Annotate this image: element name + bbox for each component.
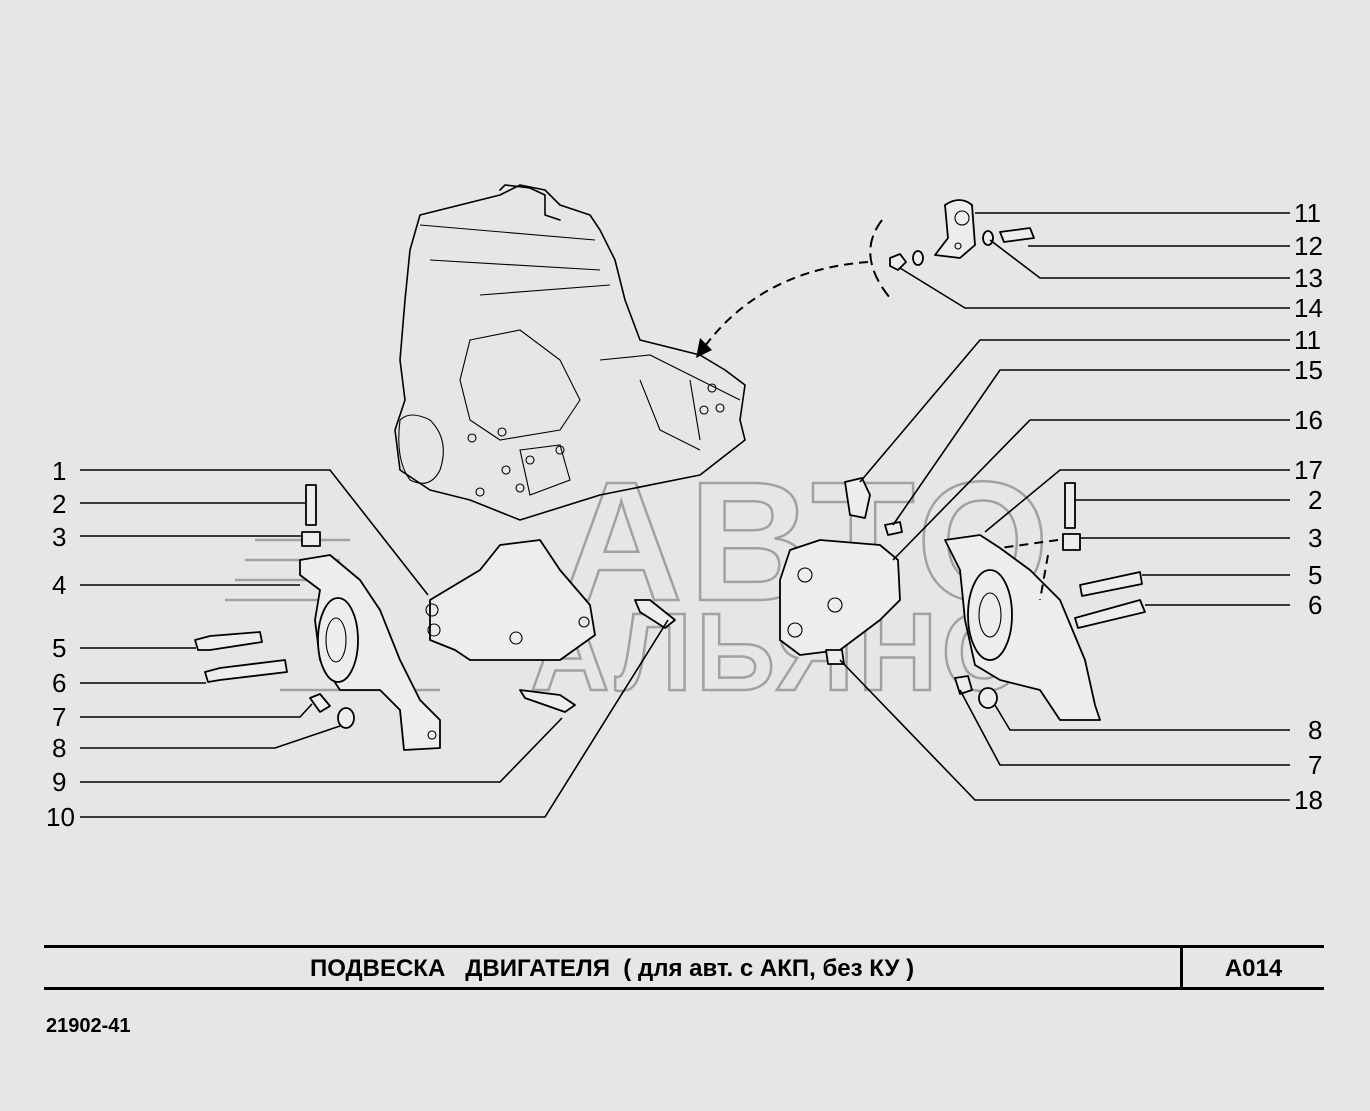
page-title: ПОДВЕСКА ДВИГАТЕЛЯ ( для авт. с АКП, без…	[309, 955, 915, 982]
callout-14: 14	[1294, 293, 1323, 323]
callout-16: 16	[1294, 405, 1323, 435]
callout-7: 7	[52, 702, 66, 732]
callout-2: 2	[52, 489, 66, 519]
callout-9: 9	[52, 767, 66, 797]
callout-3: 3	[52, 522, 66, 552]
callouts-right: 11 12 13 14 11 15 16 17 2 3 5 6 8 7 18	[1294, 198, 1323, 815]
callout-18: 18	[1294, 785, 1323, 815]
watermark-line-2: АЛЬЯНС	[530, 591, 1025, 714]
right-bracket	[779, 477, 903, 665]
detail-hardware	[889, 199, 1035, 271]
callout-4: 4	[52, 570, 66, 600]
callout-10: 10	[46, 802, 75, 832]
title-block: ПОДВЕСКА ДВИГАТЕЛЯ ( для авт. с АКП, без…	[44, 945, 1324, 990]
engine-mount-diagram: АВТО АЛЬЯНС	[46, 184, 1323, 832]
left-mount	[194, 484, 441, 751]
detail-arrow	[701, 261, 869, 351]
center-bracket	[425, 539, 676, 713]
right-mount	[944, 482, 1146, 721]
callout-13: 13	[1294, 263, 1323, 293]
callout-1: 1	[52, 456, 66, 486]
callout-8: 8	[52, 733, 66, 763]
detail-bracket-arc	[869, 219, 891, 299]
callout-15: 15	[1294, 355, 1323, 385]
callout-8-right: 8	[1308, 715, 1322, 745]
leader-lines-right	[839, 212, 1290, 801]
callout-17: 17	[1294, 455, 1323, 485]
callout-3-right: 3	[1308, 523, 1322, 553]
callout-6-right: 6	[1308, 590, 1322, 620]
title-divider	[1180, 948, 1183, 987]
callout-5: 5	[52, 633, 66, 663]
catalog-number: 21902-41	[46, 1015, 131, 1037]
engine-outline	[394, 184, 746, 521]
diagram-code: A014	[1224, 955, 1283, 982]
callouts-left: 1 2 3 4 5 6 7 8 9 10	[46, 456, 75, 832]
callout-7-right: 7	[1308, 750, 1322, 780]
leader-lines-left	[80, 469, 669, 818]
callout-6: 6	[52, 668, 66, 698]
callout-2-right: 2	[1308, 485, 1322, 515]
callout-11-top: 11	[1294, 198, 1321, 228]
callout-11: 11	[1294, 325, 1321, 355]
arrow-head-icon	[696, 338, 712, 358]
callout-5-right: 5	[1308, 560, 1322, 590]
callout-12: 12	[1294, 231, 1323, 261]
